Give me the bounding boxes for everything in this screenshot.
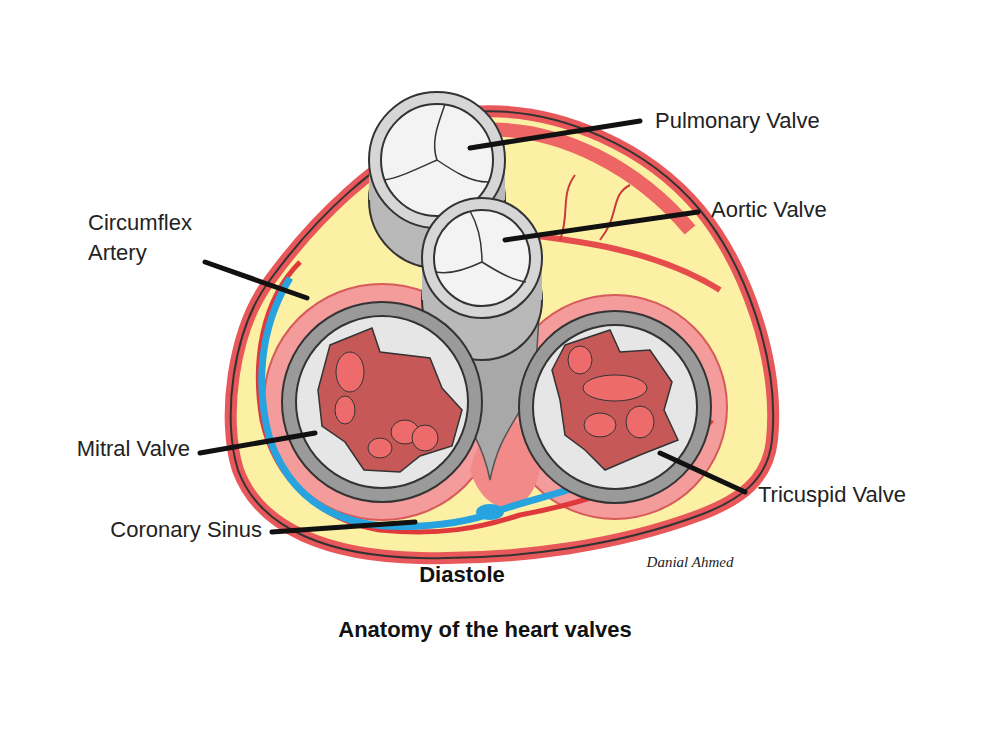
vessel-label: Coronary Sinus <box>110 515 262 545</box>
valve-label: Mitral Valve <box>77 434 190 464</box>
valve-label: Aortic Valve <box>711 195 827 225</box>
phase-label: Diastole <box>419 560 505 590</box>
valve-label: Pulmonary Valve <box>655 106 820 136</box>
leader-lines <box>200 121 745 532</box>
signature: Danial Ahmed <box>647 552 734 572</box>
artery-label: Circumflex Artery <box>88 208 228 267</box>
valve-label: Tricuspid Valve <box>758 480 906 510</box>
figure-title: Anatomy of the heart valves <box>338 615 631 645</box>
